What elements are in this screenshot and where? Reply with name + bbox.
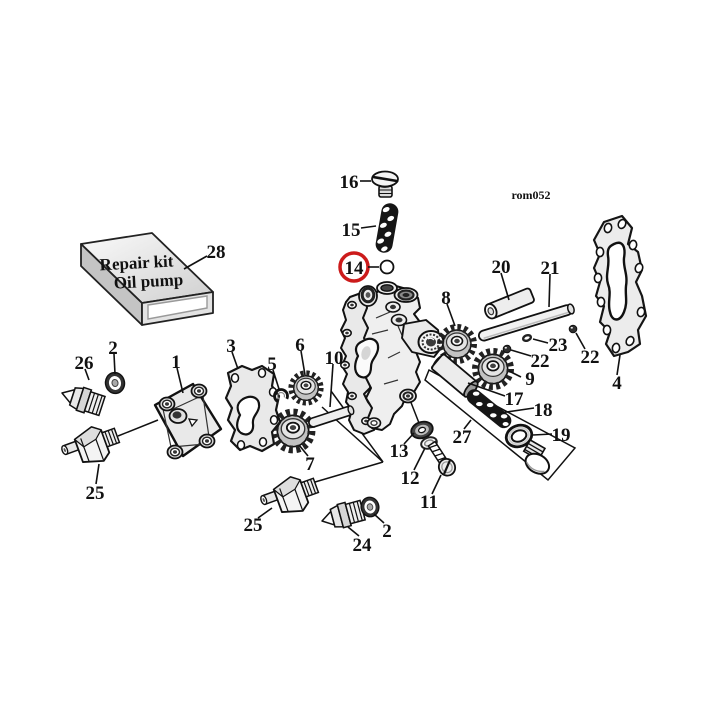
axis-channel-27: [424, 368, 577, 482]
part-2-washer-left: [103, 370, 127, 396]
part-7-gear: [275, 413, 312, 450]
part-18-spring: [466, 389, 512, 429]
part-23-key: [521, 333, 533, 343]
part-20-tube: [484, 287, 535, 320]
label-25-bottom: 25: [244, 515, 263, 536]
part-number-labels: 16 15 14 28 20 21 8 23 22 22 4 9 17 18 1…: [75, 172, 623, 556]
part-6-gear: [291, 373, 320, 402]
axis-to-valve-25: [314, 461, 384, 483]
label-1: 1: [171, 352, 181, 373]
label-2-bottom: 2: [382, 521, 392, 542]
label-25-left: 25: [86, 483, 105, 504]
label-22-right: 22: [581, 347, 600, 368]
label-14: 14: [345, 258, 365, 279]
label-16: 16: [340, 172, 359, 193]
part-1-cover-plate: [153, 382, 223, 460]
label-21: 21: [541, 258, 560, 279]
part-10-shaft: [308, 405, 355, 428]
label-10: 10: [325, 348, 344, 369]
label-24: 24: [353, 535, 373, 556]
label-19: 19: [552, 425, 571, 446]
label-8: 8: [441, 288, 451, 309]
part-9-gear: [476, 352, 511, 387]
label-28: 28: [207, 242, 226, 263]
label-12: 12: [401, 468, 420, 489]
part-16-cap-screw: [371, 170, 399, 198]
kit-box-line1: Repair kit: [99, 251, 174, 274]
label-9: 9: [525, 369, 535, 390]
part-25-valve-left: [57, 418, 125, 474]
part-11-screw: [427, 440, 457, 477]
assembly-axis-lines: [117, 368, 577, 483]
label-7: 7: [305, 454, 315, 475]
label-20: 20: [492, 257, 511, 278]
watermark: rom052: [511, 188, 550, 202]
label-5: 5: [267, 354, 277, 375]
part-26-fitting: [57, 380, 107, 419]
label-11: 11: [420, 492, 438, 513]
part-19-washer: [504, 423, 534, 449]
label-23: 23: [549, 335, 568, 356]
part-22-key-left: [502, 344, 512, 354]
plug-cap: [522, 438, 551, 475]
label-3: 3: [226, 336, 236, 357]
label-15: 15: [342, 220, 361, 241]
part-3-gasket: [224, 364, 282, 453]
part-25-valve-bottom: [256, 468, 324, 524]
part-21-shaft: [477, 303, 575, 342]
kit-box-line2: Oil pump: [113, 270, 183, 293]
part-15-spring: [375, 203, 399, 253]
pump-body: [339, 281, 445, 435]
label-17: 17: [505, 389, 525, 410]
part-5-snap-ring: [273, 388, 289, 404]
label-4: 4: [612, 373, 622, 394]
label-22-left: 22: [531, 351, 550, 372]
part-22-key-right: [568, 324, 578, 334]
repair-kit-box: Repair kit Oil pump: [80, 232, 214, 326]
label-2-left: 2: [108, 338, 118, 359]
label-26: 26: [75, 353, 94, 374]
label-13: 13: [390, 441, 409, 462]
leader-lines: [84, 180, 621, 537]
part-13-washer: [410, 420, 434, 440]
label-18: 18: [534, 400, 553, 421]
part-14-ball: [379, 259, 395, 275]
axis-body-to-13: [409, 399, 420, 424]
part-24-fitting: [318, 497, 367, 534]
label-27: 27: [453, 427, 473, 448]
label-6: 6: [295, 335, 305, 356]
axis-valve25-to-plate: [117, 419, 159, 437]
part-4-gasket: [592, 214, 648, 358]
